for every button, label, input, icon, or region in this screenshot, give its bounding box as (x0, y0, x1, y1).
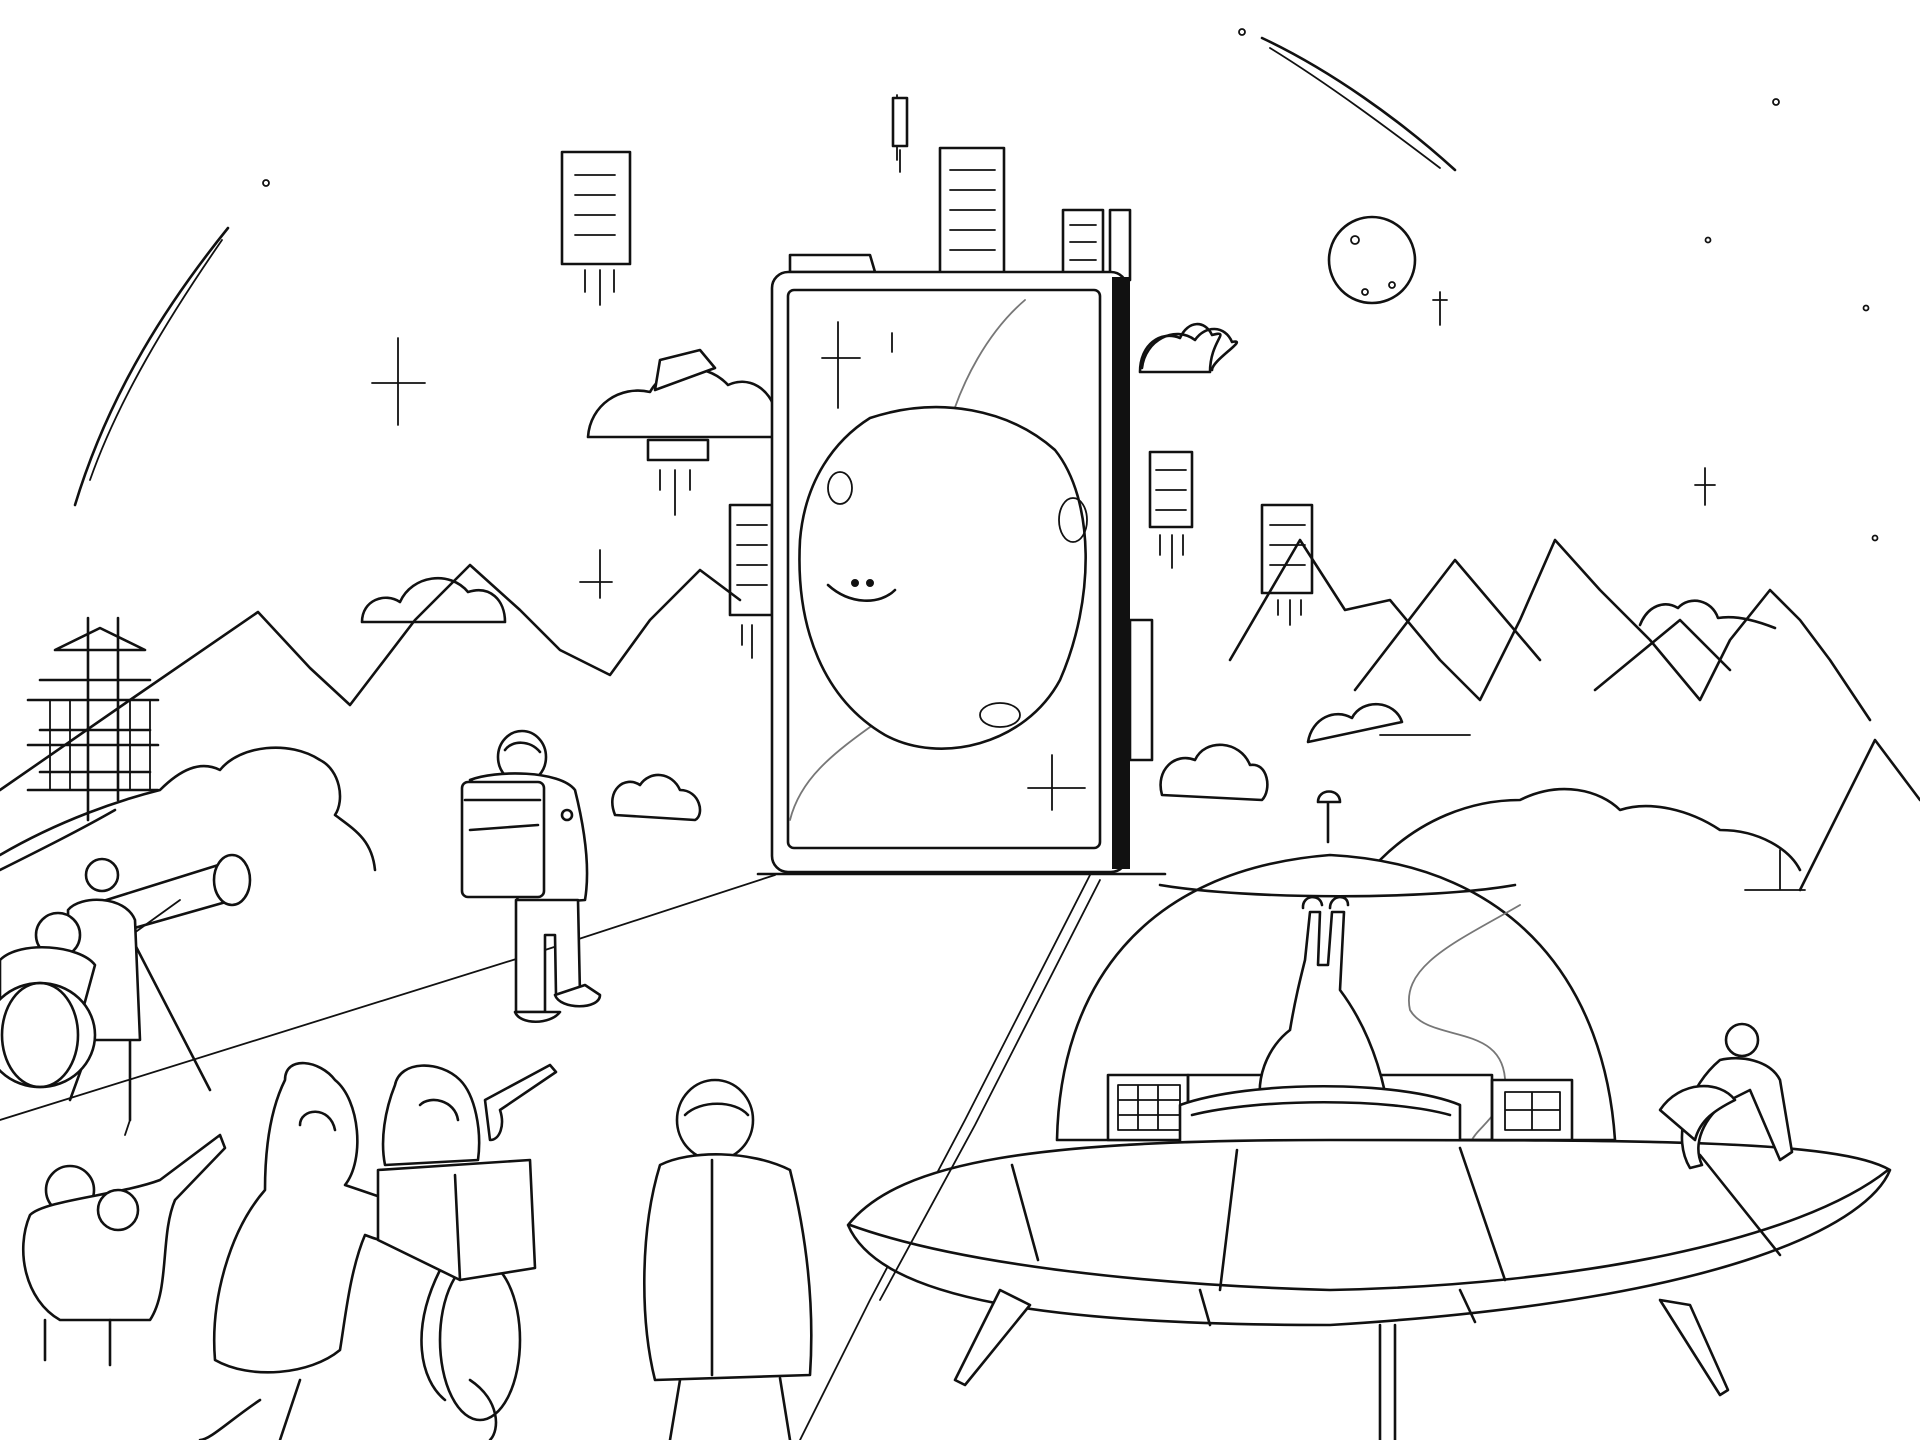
alien-inside-dome (1260, 897, 1390, 1120)
moon (1329, 217, 1415, 303)
cloud (1142, 329, 1237, 370)
sky (75, 29, 1878, 820)
floating-lantern (940, 148, 1004, 273)
standing-onlooker (644, 1080, 811, 1440)
crouching-person-pointing (23, 1135, 225, 1365)
floating-lantern (562, 152, 630, 305)
cloud (1140, 324, 1220, 372)
cloud (362, 578, 505, 622)
floating-lantern (1150, 452, 1192, 568)
sparkle-star (1433, 292, 1447, 325)
floating-lantern (730, 505, 772, 658)
floating-lantern (893, 98, 907, 172)
mountains (0, 540, 1920, 890)
astronaut-with-backpack (462, 731, 600, 1022)
tiny-stars (263, 99, 1878, 541)
floating-lantern (1262, 505, 1312, 625)
cloud (612, 775, 700, 820)
sparkle-star (580, 550, 612, 598)
person-in-box-pointing (378, 1065, 556, 1280)
sparkle-star (372, 338, 425, 425)
pagoda (28, 618, 158, 820)
person-sitting-on-saucer (1660, 1024, 1792, 1168)
floating-lantern (1063, 210, 1103, 280)
cloud (1640, 601, 1775, 628)
crowd-of-onlookers (0, 859, 811, 1440)
floating-lantern (1110, 210, 1130, 280)
shooting-star-left (75, 228, 228, 505)
cloud-ship (588, 350, 820, 515)
cloud (1308, 704, 1402, 742)
cloud (1161, 745, 1268, 800)
ufo-saucer (848, 792, 1890, 1440)
sparkle-star (1695, 468, 1715, 505)
cyclist (200, 1063, 520, 1440)
smiling-moon-face (799, 407, 1087, 748)
round-figure (0, 983, 95, 1087)
shooting-star-right (1239, 29, 1455, 170)
floating-lantern (1130, 620, 1152, 760)
